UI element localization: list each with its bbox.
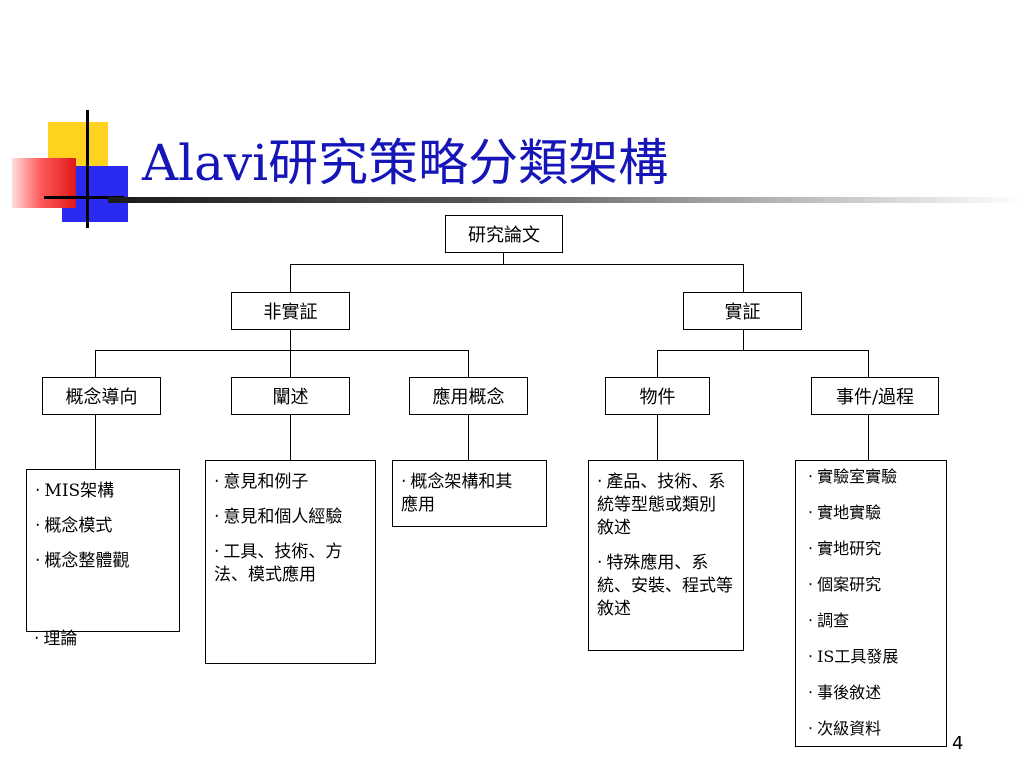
connector-events-detail [868, 414, 869, 460]
detail-box-applied-concepts: ‧概念架構和其應用 [392, 460, 547, 527]
connector-to-applied-concepts [468, 350, 469, 377]
detail-item: ‧意見和個人經驗 [214, 507, 343, 527]
detail-item: ‧特殊應用、系統、安裝、程式等敘述 [597, 553, 733, 619]
node-conceptual-orientation: 概念導向 [42, 377, 161, 415]
detail-item: ‧次級資料 [808, 719, 882, 738]
connector-conceptual-detail [95, 414, 96, 469]
connector-to-objects [657, 350, 658, 377]
logo-red-square [12, 158, 76, 208]
connector-applied-detail [468, 414, 469, 460]
connector-illustrative-detail [290, 414, 291, 460]
connector-root-down [503, 252, 504, 264]
connector-empirical-bar [657, 350, 868, 351]
connector-to-empirical [743, 264, 744, 292]
detail-item: ‧實驗室實驗 [808, 467, 898, 486]
node-illustrative: 闡述 [231, 377, 350, 415]
node-non-empirical: 非實証 [231, 292, 350, 330]
detail-item: ‧產品、技術、系統等型態或類別敘述 [597, 472, 726, 538]
detail-item: ‧概念模式 [35, 516, 113, 536]
connector-to-non-empirical [290, 264, 291, 292]
connector-to-events-processes [868, 350, 869, 377]
detail-box-illustrative: ‧意見和例子 ‧意見和個人經驗 ‧工具、技術、方法、模式應用 [205, 460, 376, 664]
connector-level1-bar [290, 264, 743, 265]
connector-to-conceptual [95, 350, 96, 377]
detail-box-events-processes: ‧實驗室實驗 ‧實地實驗 ‧實地研究 ‧個案研究 ‧調查 ‧IS工具發展 ‧事後… [795, 460, 947, 747]
detail-item: ‧IS工具發展 [808, 647, 899, 666]
connector-objects-detail [657, 414, 658, 460]
detail-item: ‧個案研究 [808, 575, 882, 594]
detail-item: ‧工具、技術、方法、模式應用 [214, 542, 343, 585]
logo-vertical-line [86, 110, 89, 228]
connector-non-empirical-bar [95, 350, 468, 351]
title-divider [108, 197, 1024, 203]
detail-item: ‧意見和例子 [214, 472, 309, 492]
detail-item: ‧概念架構和其應用 [401, 472, 513, 515]
connector-to-illustrative [290, 350, 291, 377]
connector-non-empirical-down [290, 329, 291, 350]
node-applied-concepts: 應用概念 [409, 377, 528, 415]
detail-box-conceptual: ‧MIS架構 ‧概念模式 ‧概念整體觀 [26, 469, 180, 632]
detail-item-overflow: ‧理論 [34, 629, 78, 649]
detail-item: ‧MIS架構 [35, 481, 115, 501]
slide-title: Alavi研究策略分類架構 [142, 134, 669, 192]
detail-item: ‧實地實驗 [808, 503, 882, 522]
page-number: 4 [952, 733, 964, 754]
detail-item: ‧事後敘述 [808, 683, 882, 702]
node-objects: 物件 [605, 377, 710, 415]
connector-empirical-down [743, 329, 744, 350]
detail-item: ‧概念整體觀 [35, 551, 130, 571]
node-events-processes: 事件/過程 [811, 377, 939, 415]
detail-item: ‧實地研究 [808, 539, 882, 558]
detail-box-objects: ‧產品、技術、系統等型態或類別敘述 ‧特殊應用、系統、安裝、程式等敘述 [588, 460, 744, 651]
node-root: 研究論文 [445, 215, 563, 253]
logo-horizontal-line [44, 196, 124, 199]
detail-item: ‧調查 [808, 611, 850, 630]
node-empirical: 實証 [683, 292, 802, 330]
